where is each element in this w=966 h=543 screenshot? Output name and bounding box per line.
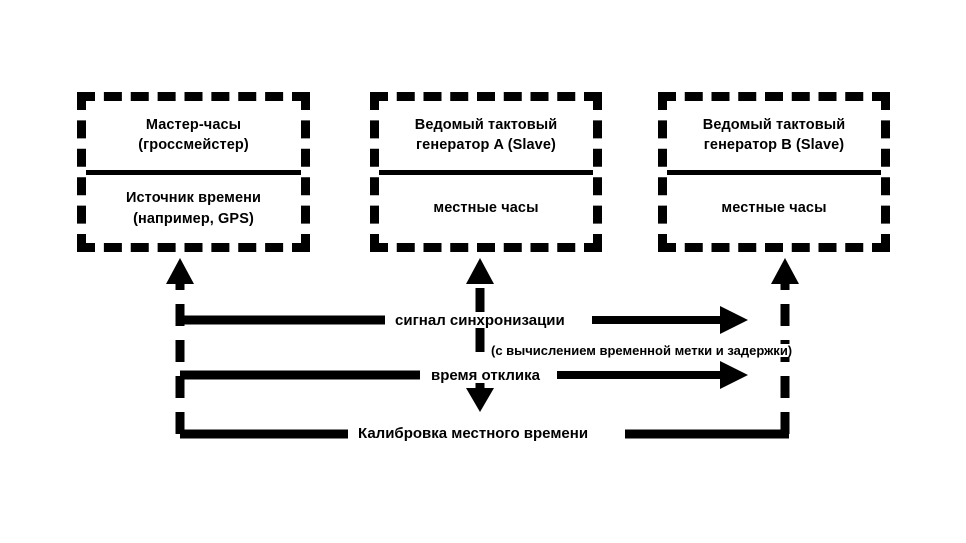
node-slave-b-upper: Ведомый тактовый генератор B (Slave) <box>667 101 881 175</box>
node-slave-a-subtitle: местные часы <box>433 200 539 217</box>
arrowhead-up-slave-b <box>771 258 799 284</box>
node-slave-b-title: Ведомый тактовый генератор B (Slave) <box>702 116 846 154</box>
node-master-title: Мастер-часы (гроссмейстер) <box>138 116 249 154</box>
node-slave-b[interactable]: Ведомый тактовый генератор B (Slave) мес… <box>658 92 890 252</box>
edge-label-sync-signal: сигнал синхронизации <box>391 313 569 328</box>
node-master[interactable]: Мастер-часы (гроссмейстер) Источник врем… <box>77 92 310 252</box>
node-master-upper: Мастер-часы (гроссмейстер) <box>86 101 301 175</box>
arrowhead-right-sync <box>720 306 748 334</box>
node-master-lower: Источник времени (например, GPS) <box>86 175 301 244</box>
response-time-edge <box>180 361 748 389</box>
slave-b-vertical-line <box>771 258 799 434</box>
node-slave-a[interactable]: Ведомый тактовый генератор A (Slave) мес… <box>370 92 602 252</box>
sync-signal-edge <box>180 306 748 334</box>
edge-label-calibration: Калибровка местного времени <box>354 426 593 441</box>
node-slave-b-lower: местные часы <box>667 175 881 244</box>
arrowhead-up-master <box>166 258 194 284</box>
node-slave-b-subtitle: местные часы <box>721 200 827 217</box>
slave-a-vertical-line <box>466 258 494 412</box>
edge-label-response-time: время отклика <box>427 368 544 383</box>
master-feedback-line <box>166 258 194 434</box>
arrowhead-right-response <box>720 361 748 389</box>
edge-label-sync-note: (с вычислением временной метки и задержк… <box>487 344 797 357</box>
arrowhead-up-slave-a <box>466 258 494 284</box>
node-master-subtitle: Источник времени (например, GPS) <box>126 190 261 227</box>
node-slave-a-lower: местные часы <box>379 175 593 244</box>
node-slave-a-upper: Ведомый тактовый генератор A (Slave) <box>379 101 593 175</box>
arrowhead-down-slave-a <box>466 388 494 412</box>
node-slave-a-title: Ведомый тактовый генератор A (Slave) <box>414 116 558 154</box>
